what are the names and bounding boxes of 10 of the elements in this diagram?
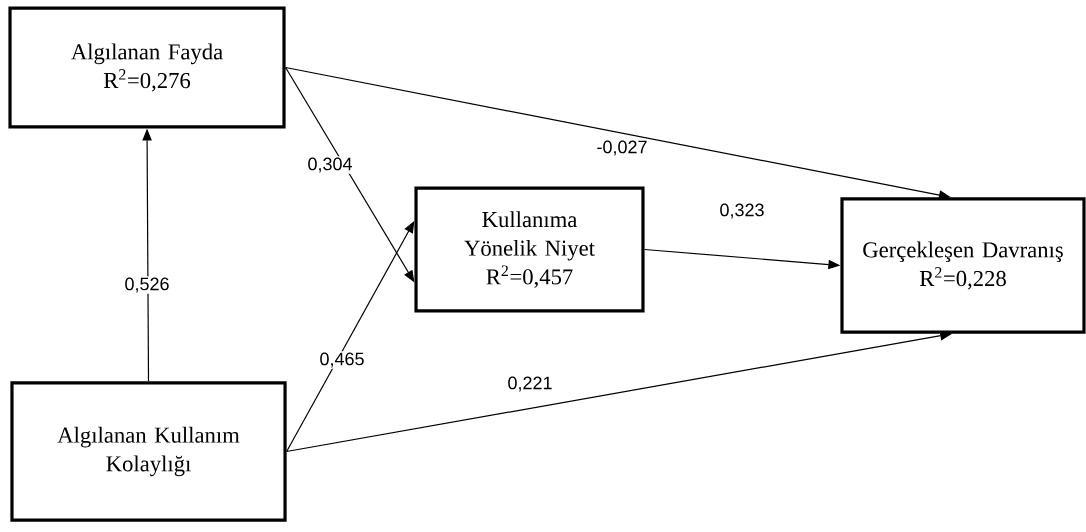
construct-box: Algılanan Kullanım Kolaylığı [10,381,287,522]
path-coefficient: 0,323 [718,202,766,220]
path-coefficient: 0,221 [506,375,554,393]
path-coefficient: 0,465 [318,351,366,369]
path-coefficient: 0,526 [123,276,171,294]
path-coefficient: -0,027 [595,139,649,157]
construct-box: Gerçekleşen Davranış R$^{2}$=0,228 [840,197,1086,334]
construct-box: Kullanıma Yönelik Niyet R$^{2}$=0,457 [414,186,645,313]
path-coefficient: 0,304 [306,156,354,174]
construct-box: Algılanan Fayda R$^{2}$=0,276 [8,6,286,129]
